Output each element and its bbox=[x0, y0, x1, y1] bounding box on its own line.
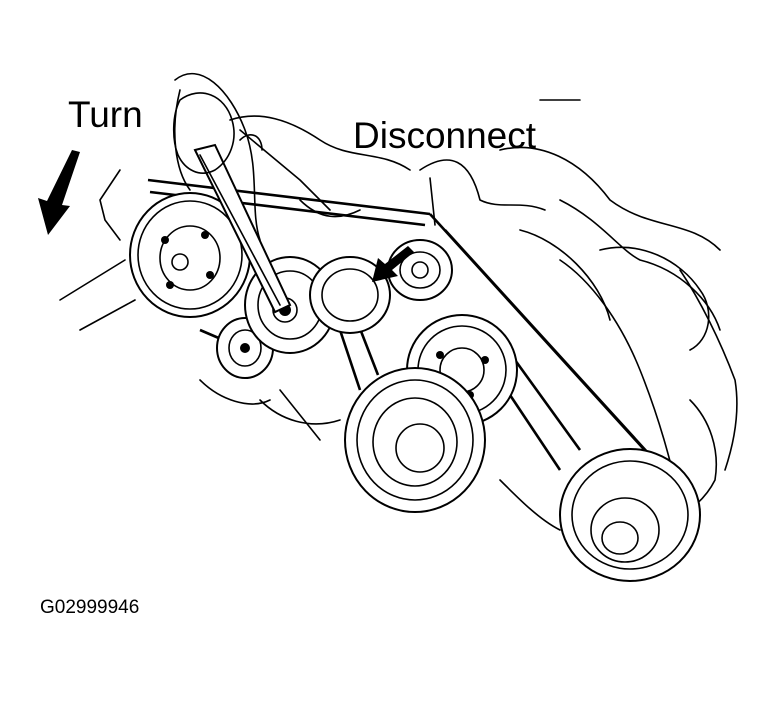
arrow-down-left-icon bbox=[372, 246, 414, 282]
alternator-pulley bbox=[309, 256, 391, 334]
crankshaft-pulley bbox=[344, 367, 486, 513]
idler-pulley-upper bbox=[387, 239, 453, 301]
disconnect-leader bbox=[429, 177, 436, 226]
hand-drawing bbox=[172, 92, 263, 174]
wrench-tool bbox=[193, 143, 292, 314]
power-steering-pulley bbox=[129, 192, 251, 318]
turn-label: Turn bbox=[68, 94, 143, 135]
disconnect-label: Disconnect bbox=[353, 115, 537, 156]
figure-id: G02999946 bbox=[40, 597, 140, 618]
ac-compressor-pulley bbox=[559, 448, 701, 582]
engine-block-outline bbox=[59, 73, 738, 531]
arrow-down-icon bbox=[38, 150, 80, 235]
